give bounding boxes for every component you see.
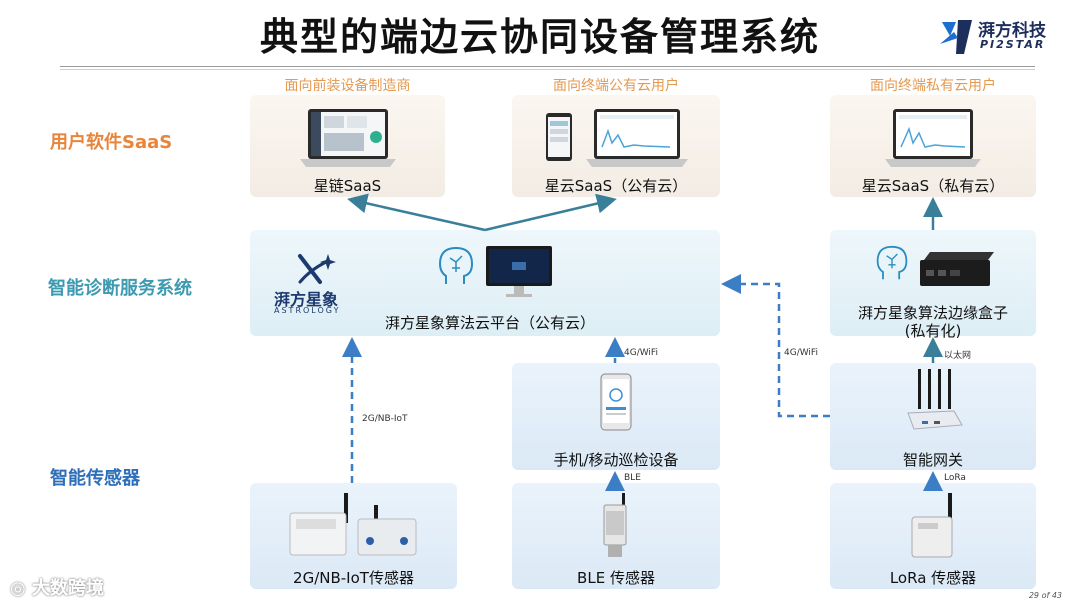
logo-text-en: PI2STAR <box>980 38 1046 51</box>
ai-head-icon <box>438 246 474 284</box>
title-divider <box>60 66 1035 67</box>
saas-label-public: 星云SaaS（公有云） <box>544 177 688 195</box>
watermark-icon: ◎ <box>10 578 32 599</box>
gateway-panel: 智能网关 <box>830 363 1036 470</box>
saas-panel-private: 星云SaaS（私有云） <box>830 95 1036 197</box>
phone-and-laptop-icon <box>546 109 688 167</box>
sensor-label-lora: LoRa 传感器 <box>889 569 977 587</box>
row-label-saas: 用户软件SaaS <box>50 132 173 153</box>
sensor-label-nbiot: 2G/NB-IoT传感器 <box>293 569 414 587</box>
saas-label-private: 星云SaaS（私有云） <box>861 177 1005 195</box>
arrow-platform-to-public-saas <box>484 193 617 232</box>
row-label-diagnosis: 智能诊断服务系统 <box>48 278 192 299</box>
link-label-lora: LoRa <box>944 473 966 483</box>
page-title: 典型的端边云协同设备管理系统 <box>259 15 820 59</box>
sensor-label-ble: BLE 传感器 <box>577 569 655 587</box>
smartphone-icon <box>600 373 632 431</box>
watermark-text: 大数跨境 <box>31 578 104 599</box>
arrow-gateway-to-platform <box>721 274 830 418</box>
company-logo: 湃方科技 PI2STAR <box>938 14 1058 64</box>
column-label-private-cloud: 面向终端私有云用户 <box>870 78 996 94</box>
link-label-wifi-gateway: 4G/WiFi <box>784 348 818 358</box>
nbiot-sensor-devices-icon <box>289 493 417 556</box>
sensor-panel-lora: LoRa 传感器 <box>830 483 1036 589</box>
page-number: 29 of 43 <box>1028 591 1062 600</box>
saas-label-xinglian: 星链SaaS <box>313 177 382 195</box>
gateway-label: 智能网关 <box>902 451 963 469</box>
astrology-logo-icon <box>298 254 336 284</box>
lora-sensor-icon <box>911 493 953 558</box>
phone-device-panel: 手机/移动巡检设备 <box>512 363 720 470</box>
edge-box-label-line2: (私有化) <box>904 322 962 340</box>
watermark: ◎ 大数跨境 <box>10 574 104 600</box>
sensor-panel-ble: BLE 传感器 <box>512 483 720 589</box>
link-label-ble: BLE <box>624 473 641 483</box>
edge-box-device-icon <box>920 252 994 286</box>
column-label-public-cloud: 面向终端公有云用户 <box>553 78 679 94</box>
ai-head-icon-edge <box>876 245 908 280</box>
sensor-panel-nbiot: 2G/NB-IoT传感器 <box>250 483 457 589</box>
arrow-platform-to-xinglian <box>347 193 486 232</box>
link-label-wifi-phone: 4G/WiFi <box>624 348 658 358</box>
row-label-sensor: 智能传感器 <box>50 468 140 489</box>
edge-box-label-line1: 湃方星象算法边缘盒子 <box>857 304 1008 322</box>
logo-text-cn: 湃方科技 <box>978 21 1046 41</box>
cloud-platform-label: 湃方星象算法云平台（公有云） <box>384 314 595 332</box>
phone-device-label: 手机/移动巡检设备 <box>553 451 679 469</box>
saas-panel-xinglian: 星链SaaS <box>250 95 445 197</box>
ble-sensor-icon <box>603 493 627 557</box>
astrology-brand-en: ASTROLOGY <box>274 306 341 315</box>
monitor-icon <box>486 246 552 297</box>
link-label-nbiot: 2G/NB-IoT <box>362 414 408 424</box>
edge-box-panel: 湃方星象算法边缘盒子 (私有化) <box>830 230 1036 340</box>
logo-mark-icon <box>940 20 972 54</box>
gateway-router-icon <box>907 369 963 430</box>
column-label-manufacturer: 面向前装设备制造商 <box>284 78 411 94</box>
title-divider-secondary <box>60 69 1035 70</box>
link-label-ethernet: 以太网 <box>944 351 972 361</box>
astrology-brand-cn: 湃方星象 <box>274 290 339 309</box>
laptop-chart-icon <box>885 109 981 167</box>
saas-panel-public: 星云SaaS（公有云） <box>512 95 720 197</box>
laptop-dashboard-icon <box>300 109 396 167</box>
cloud-platform-panel: 湃方星象 ASTROLOGY 湃方星象算法云平台（公有云） <box>250 230 720 336</box>
